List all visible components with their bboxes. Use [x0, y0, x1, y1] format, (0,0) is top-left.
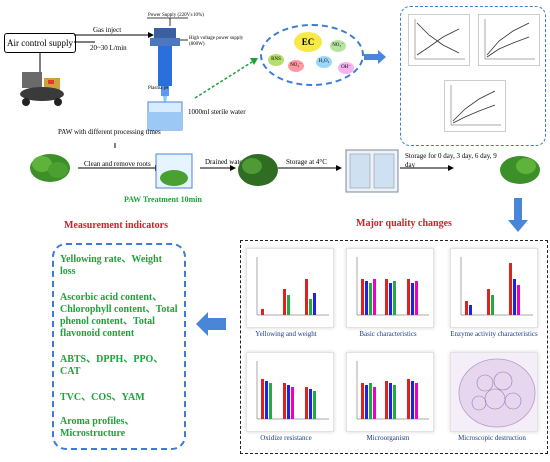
caption-microorganism: Microorganism: [366, 434, 410, 442]
paw-properties-graphs-box: [400, 6, 546, 146]
storage-days-label: Storage for 0 day, 3 day, 6 day, 9 day: [405, 152, 497, 169]
fresh-greens-icon: [30, 154, 70, 182]
refrigerator-icon: [345, 149, 399, 193]
gas-inject-label: Gas inject: [93, 26, 122, 34]
graph-thumbnail-1: [408, 14, 470, 66]
graph-thumbnail-3: [444, 80, 506, 132]
plasma-jet-label: Plasma jet: [148, 86, 169, 91]
paw-treatment-beaker-icon: [155, 153, 193, 189]
drained-water-label: Drained water: [205, 158, 245, 166]
stored-greens-icon: [500, 156, 540, 184]
air-compressor-icon: [20, 72, 64, 106]
chart-basic-characteristics: [346, 248, 434, 328]
caption-oxidize-resistance: Oxidize resistance: [260, 434, 312, 442]
measurement-indicators-title: Measurement indicators: [64, 220, 168, 231]
paw-treatment-label: PAW Treatment 10min: [124, 195, 202, 204]
chart-oxidize-resistance: [246, 352, 334, 432]
major-quality-title: Major quality changes: [356, 218, 452, 229]
chart-yellowing-weight: [246, 248, 334, 328]
indicator-item-3: ABTS、DPPH、PPO、CAT: [60, 354, 164, 377]
caption-basic-characteristics: Basic characteristics: [359, 330, 417, 338]
h2o2-species: H₂O₂: [316, 56, 332, 68]
caption-microscopic-destruction: Microscopic destruction: [458, 434, 526, 442]
rns-species: RNS: [268, 54, 284, 66]
oh-species: OH⁻: [338, 62, 354, 74]
graph-thumbnail-2: [478, 14, 540, 66]
power-supply-label: Power Supply (220V±10%): [148, 13, 204, 18]
measurement-indicators-box: [52, 243, 186, 450]
drained-greens-icon: [238, 154, 278, 186]
chart-enzyme-activity: [450, 248, 538, 328]
storage-temp-label: Storage at 4°C: [286, 158, 327, 166]
sterile-water-label: 1000ml sterile water: [188, 108, 246, 116]
plasma-jet-device-icon: [147, 28, 183, 131]
indicator-item-4: TVC、COS、YAM: [60, 392, 145, 403]
paw-note: PAW with different processing times: [58, 128, 161, 136]
chart-microorganism: [346, 352, 434, 432]
indicator-item-2: Ascorbic acid content、Chlorophyll conten…: [60, 292, 178, 339]
micrograph-image: [450, 352, 538, 432]
reactive-species-ellipse: [260, 24, 364, 86]
clean-roots-label: Clean and remove roots: [84, 160, 151, 168]
indicator-item-5: Aroma profiles、Microstructure: [60, 416, 135, 439]
flow-rate-label: 20~30 L/min: [90, 44, 127, 52]
hv-power-label: High voltage power supply (800W): [189, 36, 244, 47]
caption-enzyme-activity: Enzyme activity characteristics: [450, 330, 538, 338]
caption-yellowing-weight: Yellowing and weight: [255, 330, 317, 338]
no2-species: NO₂⁻: [288, 60, 304, 72]
ec-badge: EC: [294, 32, 322, 52]
no3-species: NO₃⁻: [330, 40, 346, 52]
indicator-item-1: Yellowing rate、Weight loss: [60, 254, 162, 277]
quality-charts-box: [240, 240, 548, 454]
